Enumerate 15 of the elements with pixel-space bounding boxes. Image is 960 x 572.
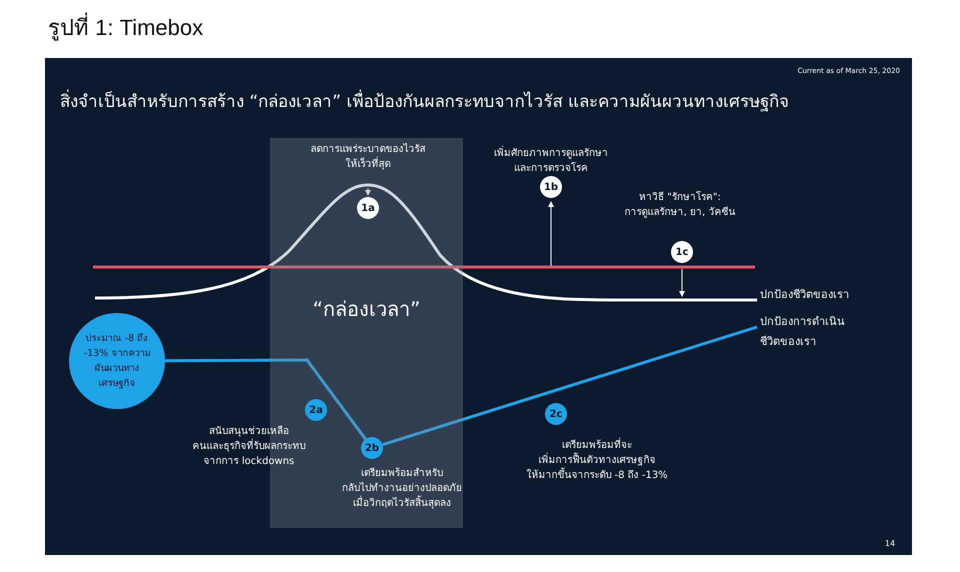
slide-title: สิ่งจำเป็นสำหรับการสร้าง “กล่องเวลา” เพื่อป้องกันผลกระทบจากไวรัส และความผันผวนทางเศรษฐกิจ [60, 90, 900, 114]
annotation-text: ลดการแพร่ระบาดของไวรัส ให้เร็วที่สุด [310, 142, 426, 172]
figure-title: รูปที่ 1: Timebox [48, 10, 204, 45]
annotation-text: เพิ่มศักยภาพการดูแลรักษา และการตรวจโรค [486, 146, 616, 176]
annotation-text: หาวิธี "รักษาโรค": การดูแลรักษา, ยา, วัคซีน [624, 190, 736, 220]
line-connector [94, 184, 757, 302]
band-label: “กล่องเวลา” [312, 296, 422, 323]
annotation-text: เตรียมพร้อมที่จะ เพิ่มการฟื้นตัวทางเศรษฐกิจ ให้มากขึ้นจากระดับ -8 ถึง -13% [512, 438, 682, 483]
outcome-label: ปกป้องชีวิตของเรา [760, 285, 890, 307]
line-connector [165, 358, 367, 440]
line-connector [382, 326, 758, 446]
annotation-text: เตรียมพร้อมสำหรับ กลับไปทำงานอย่างปลอดภัย เมื่อวิกฤตไวรัสสิ้นสุดลง [341, 466, 463, 511]
page-number: 14 [884, 538, 896, 550]
outcome-label: ปกป้องการดำเนินชีวิตของเรา [760, 312, 860, 354]
annotation-text: สนับสนุนช่วยเหลือ คนและธุรกิจที่รับผลกระทบ จากการ lockdowns [192, 424, 306, 469]
